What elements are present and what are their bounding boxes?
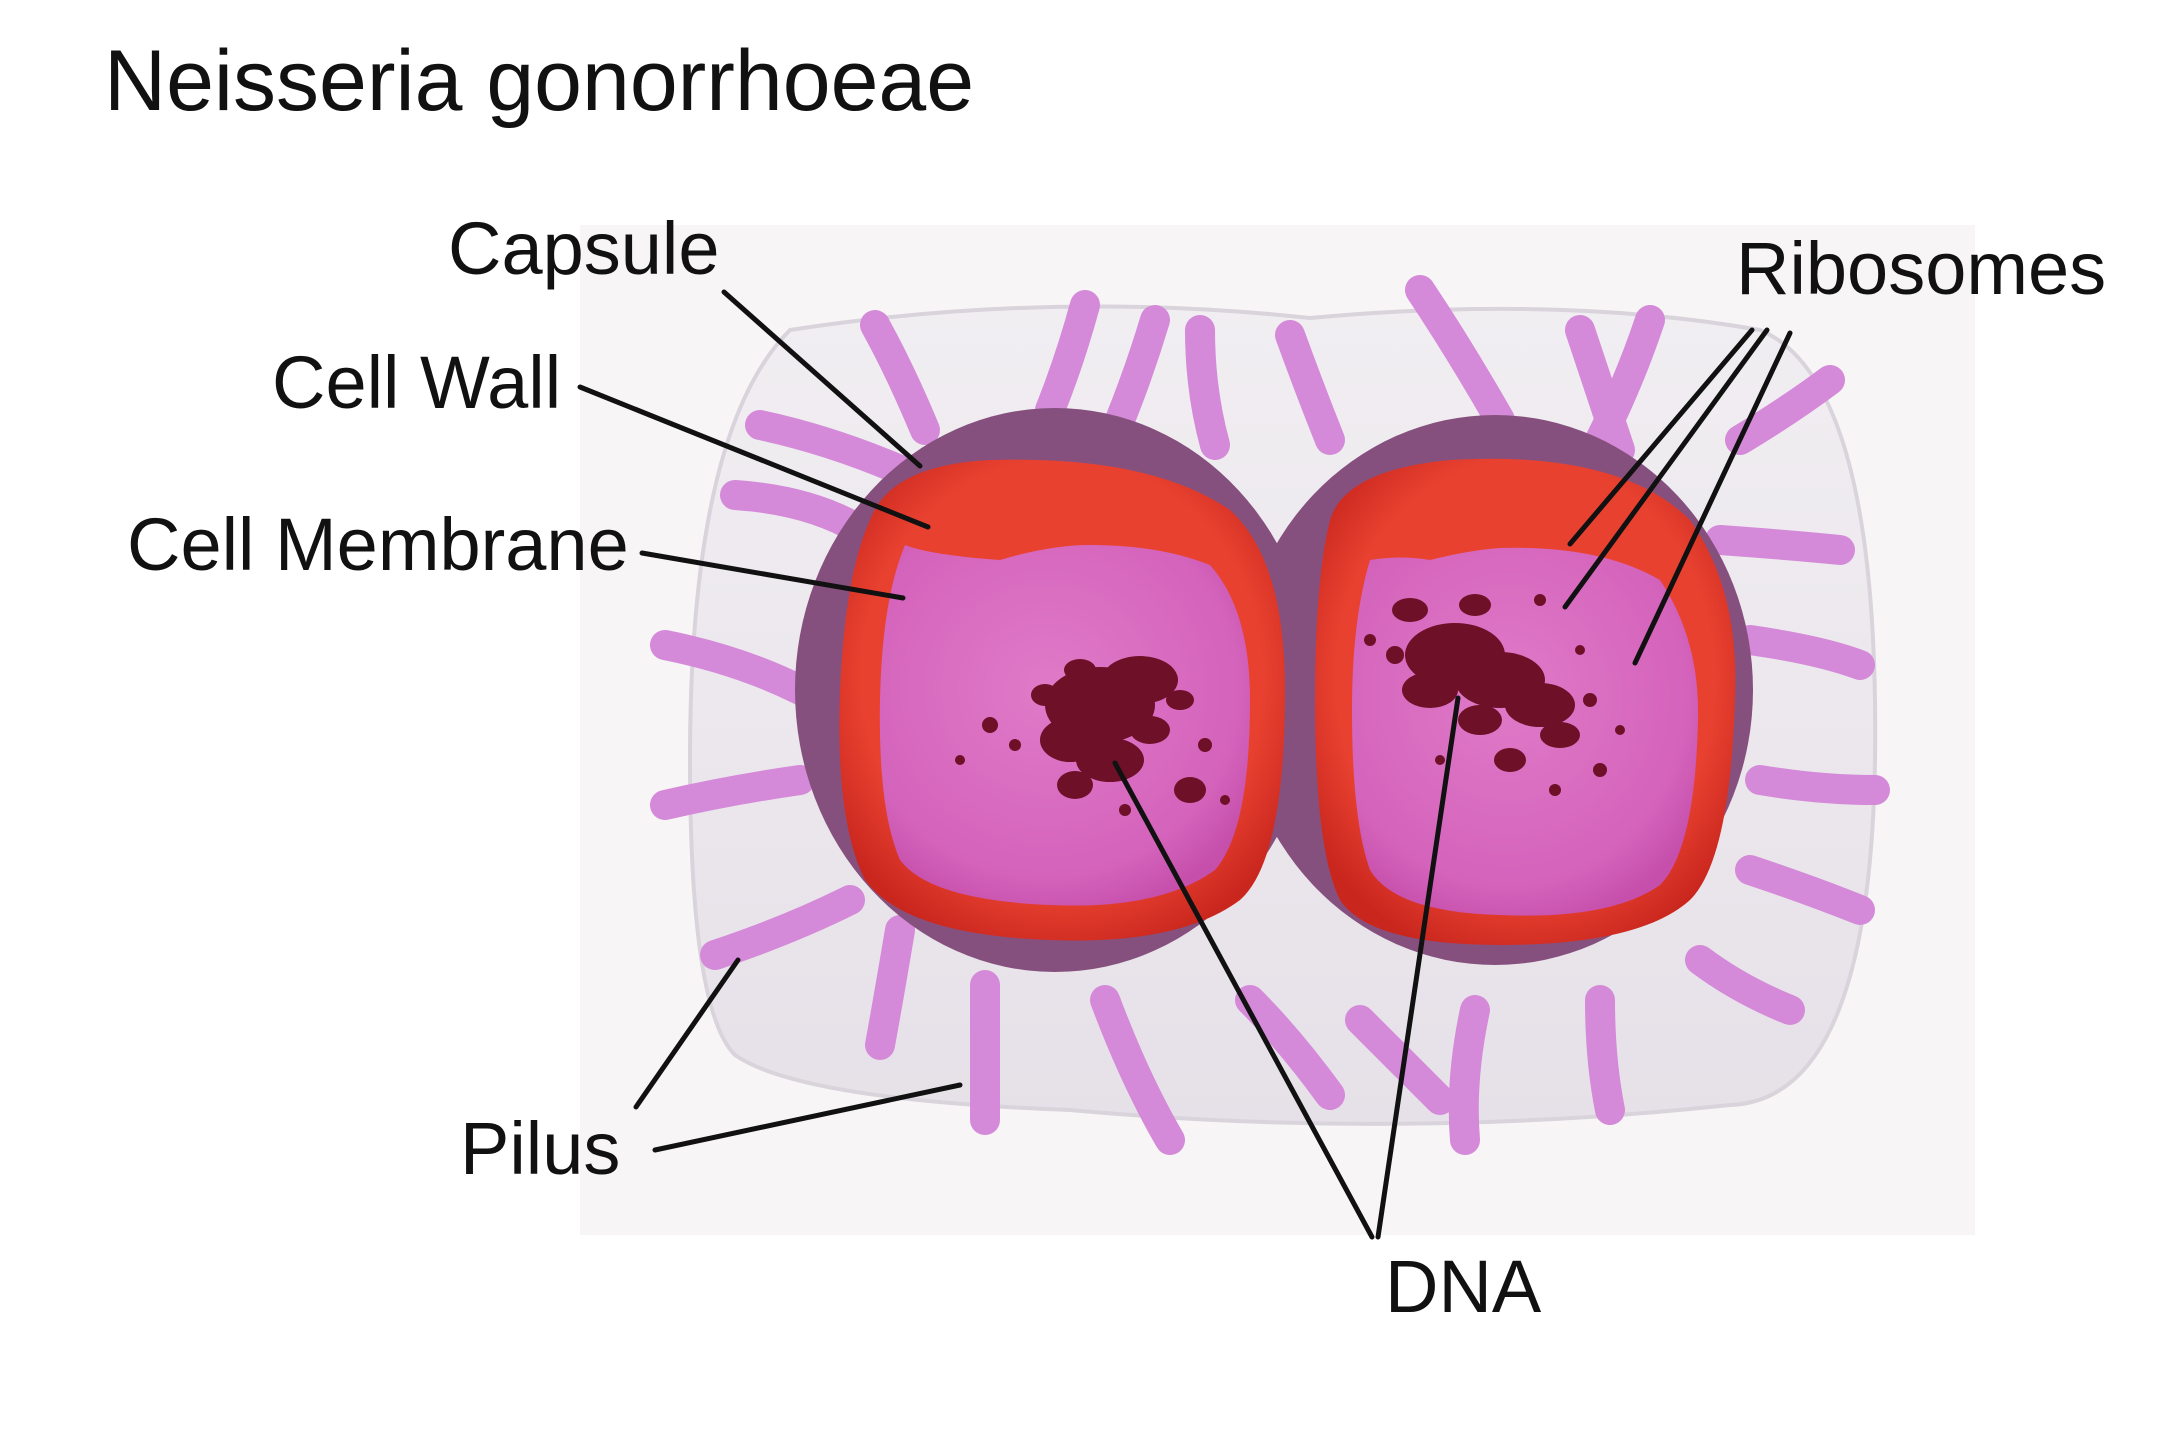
pilus xyxy=(1760,780,1875,790)
label-pilus: Pilus xyxy=(460,1112,620,1186)
label-cell-wall: Cell Wall xyxy=(272,346,561,420)
label-capsule: Capsule xyxy=(448,212,720,286)
pilus xyxy=(1720,540,1840,550)
pilus xyxy=(1464,1010,1475,1140)
diagram-title: Neisseria gonorrhoeae xyxy=(104,38,974,124)
pilus xyxy=(1600,1000,1610,1110)
pilus xyxy=(1200,330,1215,445)
label-ribosomes: Ribosomes xyxy=(1736,232,2106,306)
label-dna: DNA xyxy=(1385,1250,1541,1324)
pilus xyxy=(880,930,900,1045)
label-cell-membrane: Cell Membrane xyxy=(127,508,629,582)
